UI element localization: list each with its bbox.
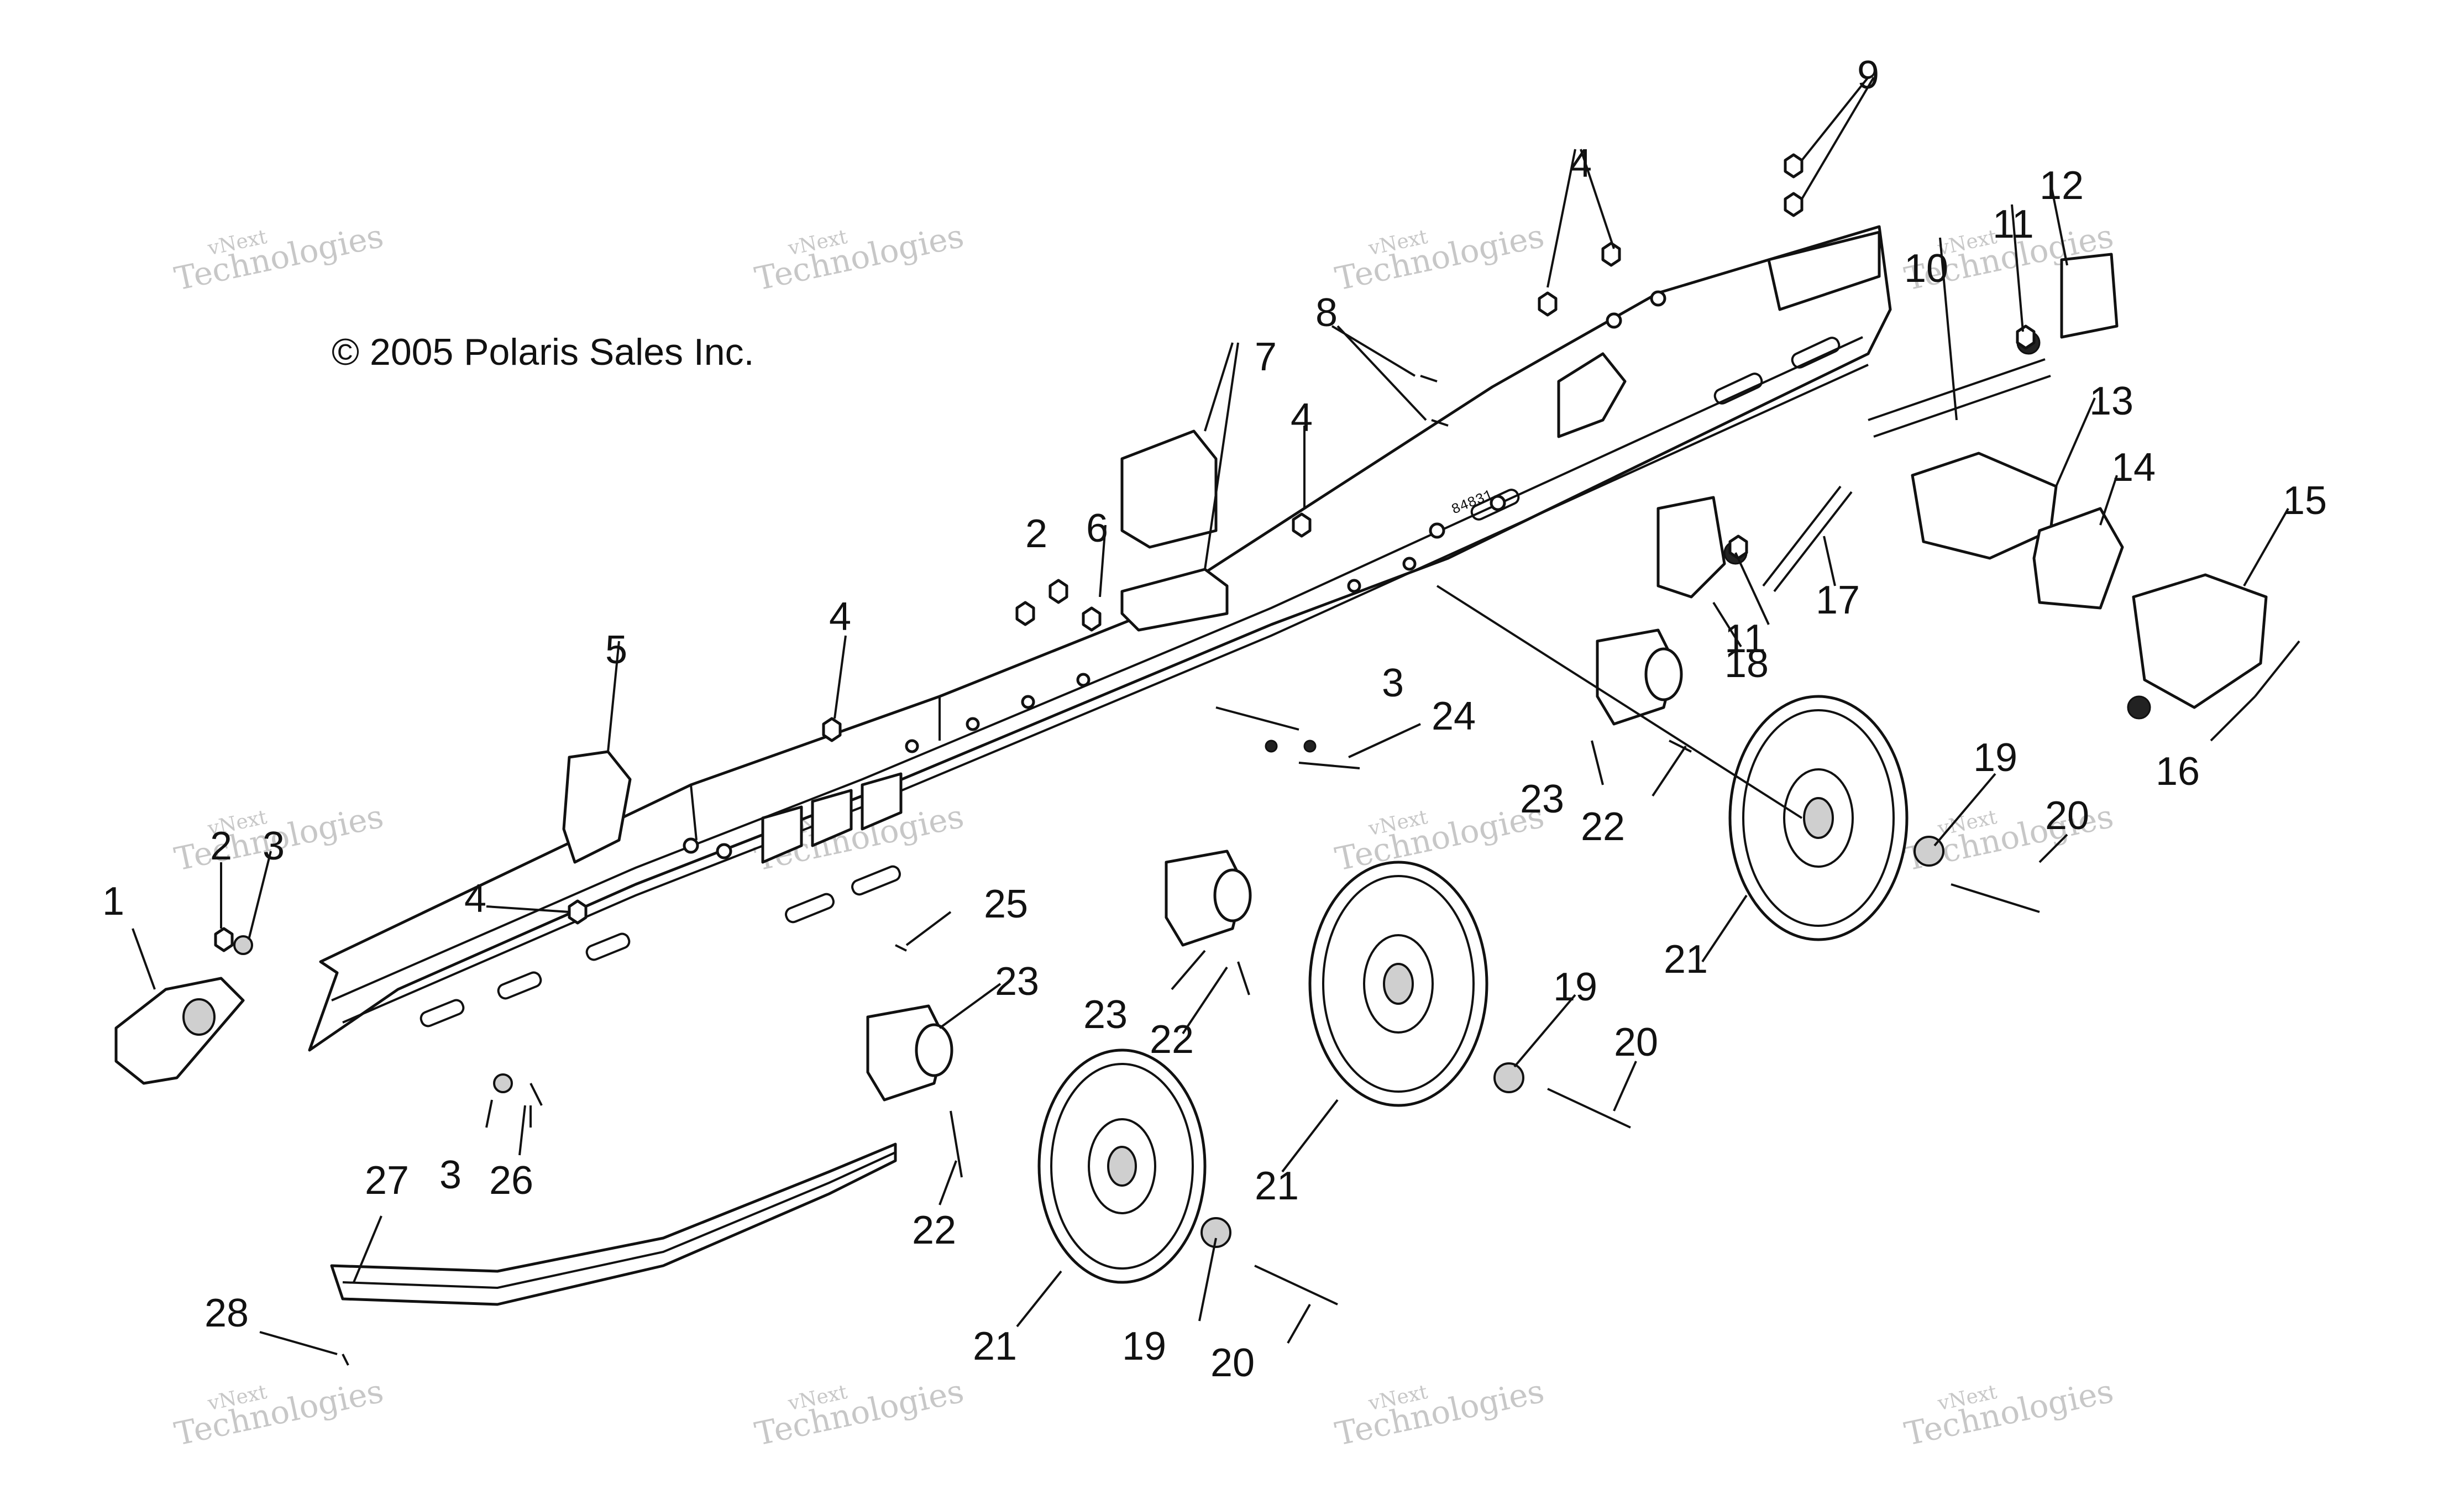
callout: 14 bbox=[2111, 445, 2156, 490]
leader-lines bbox=[132, 76, 2289, 1355]
watermark-line2: Technologies bbox=[171, 217, 387, 298]
callout: 20 bbox=[2045, 794, 2089, 838]
callouts: 1 2 2 3 3 3 4 4 4 4 4 4 5 6 7 8 9 10 11 … bbox=[102, 53, 2327, 1385]
callout: 4 bbox=[1291, 396, 1313, 440]
callout: 23 bbox=[1083, 993, 1128, 1037]
callout: 22 bbox=[1581, 805, 1625, 849]
copyright-notice: © 2005 Polaris Sales Inc. bbox=[332, 331, 754, 373]
watermark: vNext Technologies bbox=[1332, 798, 1548, 878]
callout: 2 bbox=[210, 824, 232, 868]
callout: 15 bbox=[2283, 479, 2327, 523]
callout: 16 bbox=[2156, 749, 2200, 794]
callout: 4 bbox=[829, 595, 851, 639]
callout: 8 bbox=[1315, 291, 1338, 335]
callout: 5 bbox=[605, 628, 627, 672]
idler-wheels bbox=[1037, 695, 1909, 1284]
callout: 23 bbox=[1520, 777, 1564, 821]
callout: 19 bbox=[1973, 736, 2017, 780]
callout: 3 bbox=[1382, 661, 1404, 705]
nuts bbox=[214, 153, 2036, 952]
callout: 4 bbox=[464, 877, 486, 921]
watermark-line2: Technologies bbox=[1901, 1372, 2117, 1453]
callout: 4 bbox=[1570, 141, 1592, 186]
front-bumper bbox=[114, 977, 245, 1085]
end-cap bbox=[2060, 253, 2119, 339]
callout: 21 bbox=[1664, 937, 1708, 982]
wheel-brackets bbox=[866, 628, 1683, 1102]
callout: 6 bbox=[1086, 506, 1108, 550]
callout: 20 bbox=[1210, 1341, 1255, 1385]
watermark-line2: Technologies bbox=[171, 1372, 387, 1453]
pivot-block bbox=[1911, 452, 2058, 560]
callout: 22 bbox=[1150, 1018, 1194, 1062]
callout: 19 bbox=[1553, 965, 1597, 1009]
callout: 22 bbox=[912, 1208, 956, 1252]
callout: 28 bbox=[205, 1291, 249, 1335]
watermark-line2: Technologies bbox=[1332, 1372, 1548, 1453]
callout: 25 bbox=[984, 882, 1028, 926]
callout: 23 bbox=[995, 960, 1039, 1004]
callout: 18 bbox=[1724, 642, 1769, 686]
callout: 1 bbox=[102, 879, 124, 924]
callout: 19 bbox=[1122, 1324, 1166, 1369]
watermark: vNext Technologies bbox=[752, 1372, 967, 1453]
idler-wheel bbox=[1728, 695, 1909, 941]
watermark: vNext Technologies bbox=[1332, 1372, 1548, 1453]
callout: 7 bbox=[1255, 335, 1277, 379]
watermark-line2: Technologies bbox=[752, 1372, 967, 1453]
callout: 9 bbox=[1857, 53, 1879, 97]
wear-clip bbox=[1120, 429, 1229, 632]
watermark: vNext Technologies bbox=[1901, 1372, 2117, 1453]
idler-wheel bbox=[1037, 1048, 1207, 1284]
limiter-block bbox=[1656, 496, 1726, 599]
callout: 11 bbox=[1993, 202, 2034, 247]
watermark: vNext Technologies bbox=[171, 1372, 387, 1453]
callout: 12 bbox=[2040, 164, 2084, 208]
callout: 17 bbox=[1816, 578, 1860, 622]
callout: 21 bbox=[973, 1324, 1017, 1369]
watermark: vNext Technologies bbox=[1332, 217, 1548, 298]
slide-rail bbox=[330, 1142, 897, 1306]
callout: 24 bbox=[1432, 694, 1476, 738]
watermark-line2: Technologies bbox=[1332, 798, 1548, 878]
callout: 26 bbox=[489, 1158, 533, 1203]
rail-frame: 84831 bbox=[308, 225, 1892, 1052]
watermark-line2: Technologies bbox=[752, 217, 967, 298]
watermark: vNext Technologies bbox=[752, 217, 967, 298]
callout: 3 bbox=[263, 824, 285, 868]
callout: 10 bbox=[1904, 247, 1948, 291]
callout: 20 bbox=[1614, 1020, 1658, 1065]
callout: 11 bbox=[1724, 617, 1766, 661]
watermark: vNext Technologies bbox=[171, 217, 387, 298]
watermark-line2: Technologies bbox=[1332, 217, 1548, 298]
idler-wheel bbox=[1308, 861, 1488, 1107]
callout: 2 bbox=[1025, 512, 1047, 556]
callout: 13 bbox=[2089, 379, 2133, 423]
bracket-plate bbox=[2132, 573, 2268, 709]
spacer-block bbox=[2032, 507, 2124, 610]
callout: 3 bbox=[439, 1153, 462, 1197]
callout: 27 bbox=[365, 1158, 409, 1203]
fasteners bbox=[233, 331, 2300, 1366]
callout: 21 bbox=[1255, 1164, 1299, 1208]
